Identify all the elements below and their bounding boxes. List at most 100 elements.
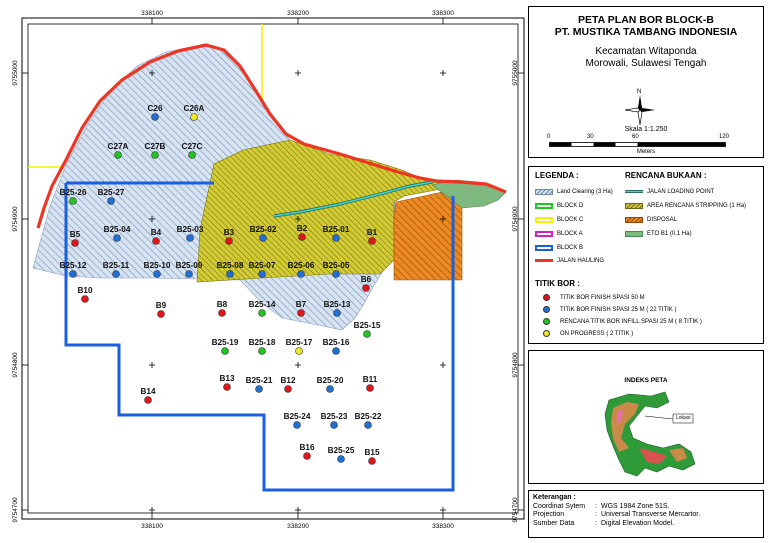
drill-point-b25-01[interactable]: B25-01 [323, 225, 350, 242]
drill-point-b25-23[interactable]: B25-23 [321, 412, 348, 429]
drill-point-b25-15[interactable]: B25-15 [354, 321, 381, 338]
scale-tick-120: 120 [719, 134, 730, 140]
legend-titik-50: TITIK BOR FINISH SPASI 50 M [535, 293, 645, 302]
legend-label: Land Clearing (3 Ha) [557, 188, 613, 195]
drill-point-b25-26[interactable]: B25-26 [60, 188, 87, 205]
drill-point-marker [107, 197, 115, 205]
drill-point-b25-18[interactable]: B25-18 [249, 338, 276, 355]
drill-point-b25-13[interactable]: B25-13 [324, 300, 351, 317]
drill-point-label: B25-14 [249, 300, 276, 309]
drill-point-b25-03[interactable]: B25-03 [177, 225, 204, 242]
index-map-marker-label: Lokasi [676, 415, 691, 421]
drill-point-b1[interactable]: B1 [367, 228, 378, 245]
drill-point-marker [190, 113, 198, 121]
drill-point-c26[interactable]: C26 [147, 104, 163, 121]
drill-point-marker [303, 452, 311, 460]
legend-label: ETO B1 (0,1 Ha) [647, 230, 692, 237]
drill-point-c27b[interactable]: C27B [145, 142, 166, 159]
legend-label: RENCANA TITIK BOR INFILL SPASI 25 M ( 8 … [560, 318, 702, 325]
drill-point-b10[interactable]: B10 [77, 286, 93, 303]
drill-point-c27a[interactable]: C27A [108, 142, 129, 159]
drill-point-label: B25-22 [355, 412, 382, 421]
drill-point-b25-14[interactable]: B25-14 [249, 300, 276, 317]
drill-point-marker [185, 270, 193, 278]
drill-point-b25-05[interactable]: B25-05 [323, 261, 350, 278]
drill-point-marker [113, 234, 121, 242]
drill-point-b25-27[interactable]: B25-27 [98, 188, 125, 205]
drill-point-b16[interactable]: B16 [299, 443, 315, 460]
drill-point-b25-24[interactable]: B25-24 [284, 412, 311, 429]
drill-point-b25-17[interactable]: B25-17 [286, 338, 313, 355]
grid-y-left-3: 9754800 [12, 352, 19, 378]
drill-point-marker [157, 310, 165, 318]
drill-point-b25-11[interactable]: B25-11 [103, 261, 130, 278]
drill-point-b15[interactable]: B15 [364, 448, 380, 465]
grid-x-top-1: 338100 [141, 10, 163, 17]
drill-point-b25-21[interactable]: B25-21 [246, 376, 273, 393]
note-value: Digital Elevation Model. [601, 519, 675, 527]
drill-point-c26a[interactable]: C26A [184, 104, 205, 121]
drill-point-marker [298, 233, 306, 241]
drill-point-b25-08[interactable]: B25-08 [217, 261, 244, 278]
drill-point-marker [71, 239, 79, 247]
drill-point-marker [223, 383, 231, 391]
scale-tick-60: 60 [632, 134, 639, 140]
drill-point-b25-02[interactable]: B25-02 [250, 225, 277, 242]
yellow-dot-icon [543, 330, 550, 337]
drill-point-marker [368, 457, 376, 465]
drill-point-b25-19[interactable]: B25-19 [212, 338, 239, 355]
drill-point-b12[interactable]: B12 [280, 376, 296, 393]
index-map-panel: INDEKS PETA Lokasi [528, 350, 764, 484]
drill-point-b3[interactable]: B3 [224, 228, 235, 245]
drill-point-label: B25-09 [176, 261, 203, 270]
drill-point-b25-16[interactable]: B25-16 [323, 338, 350, 355]
grid-crosses [149, 70, 446, 513]
drill-point-b25-09[interactable]: B25-09 [176, 261, 203, 278]
scale-tick-0: 0 [547, 134, 551, 140]
drill-point-b25-22[interactable]: B25-22 [355, 412, 382, 429]
drill-point-marker [326, 385, 334, 393]
drill-point-b25-04[interactable]: B25-04 [104, 225, 131, 242]
legend-label: BLOCK B [557, 244, 584, 251]
note-key: Sumber Data [533, 519, 575, 527]
drill-point-marker [225, 237, 233, 245]
drill-point-b25-06[interactable]: B25-06 [288, 261, 315, 278]
drill-point-marker [297, 309, 305, 317]
drill-point-label: B25-19 [212, 338, 239, 347]
note-key: Coordinat Sytem [533, 502, 586, 510]
drill-point-b6[interactable]: B6 [361, 275, 372, 292]
legend-stripping: AREA RENCANA STRIPPING (1 Ha) [625, 201, 746, 210]
drill-point-b8[interactable]: B8 [217, 300, 228, 317]
drill-point-b4[interactable]: B4 [151, 228, 162, 245]
drill-point-b5[interactable]: B5 [70, 230, 81, 247]
drill-point-marker [258, 270, 266, 278]
drill-point-marker [112, 270, 120, 278]
drill-point-b25-25[interactable]: B25-25 [328, 446, 355, 463]
drill-point-b7[interactable]: B7 [296, 300, 307, 317]
drill-point-marker [332, 347, 340, 355]
drill-point-b25-12[interactable]: B25-12 [60, 261, 87, 278]
drill-point-b11[interactable]: B11 [363, 375, 378, 392]
legend-label: ON PROGRESS ( 2 TITIK ) [560, 330, 634, 337]
drill-point-marker [144, 396, 152, 404]
stripping-area [196, 139, 453, 283]
drill-point-label: C27B [145, 142, 166, 151]
scale-bar [549, 142, 726, 147]
drill-point-b9[interactable]: B9 [156, 301, 167, 318]
grid-y-left-2: 9754900 [12, 206, 19, 232]
drill-point-label: B25-20 [317, 376, 344, 385]
drill-point-b14[interactable]: B14 [140, 387, 156, 404]
drill-point-b25-20[interactable]: B25-20 [317, 376, 344, 393]
drill-point-c27c[interactable]: C27C [182, 142, 203, 159]
legend-titik-25: TITIK BOR FINISH SPASI 25 M ( 22 TITIK ) [535, 305, 676, 314]
drill-point-marker [152, 237, 160, 245]
drill-point-label: B25-05 [323, 261, 350, 270]
drill-point-b2[interactable]: B2 [297, 224, 308, 241]
drill-point-label: B9 [156, 301, 167, 310]
drill-point-b25-10[interactable]: B25-10 [144, 261, 171, 278]
drill-point-b13[interactable]: B13 [219, 374, 235, 391]
drill-point-marker [255, 385, 263, 393]
drill-point-b25-07[interactable]: B25-07 [249, 261, 276, 278]
drill-point-marker [364, 421, 372, 429]
